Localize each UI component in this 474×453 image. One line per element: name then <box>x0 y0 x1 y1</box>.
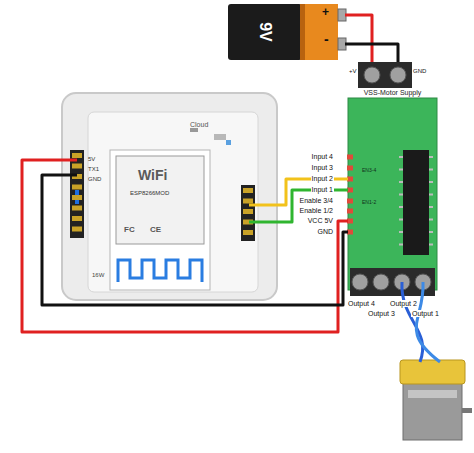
header-pin <box>347 155 353 160</box>
screw-terminal <box>373 274 389 290</box>
battery-terminal <box>338 9 346 21</box>
battery-band <box>300 4 305 60</box>
screw-terminal <box>390 67 406 83</box>
cert-mark: CE <box>150 226 161 234</box>
motor-highlight <box>408 390 457 398</box>
wire <box>277 179 348 205</box>
esp-board <box>62 93 277 300</box>
header-pin <box>72 185 82 190</box>
pin-header <box>241 185 255 241</box>
pin-label: Enable 1/2 <box>299 207 334 214</box>
wire <box>345 44 398 62</box>
wire <box>42 175 348 305</box>
antenna-trace <box>118 260 202 282</box>
ic-leg <box>399 244 433 246</box>
esp-module <box>110 150 210 290</box>
output-label: Output 2 <box>389 300 418 307</box>
pin-label: GND <box>316 228 334 235</box>
pin-label: 5V <box>88 156 95 162</box>
battery-terminal <box>338 38 346 50</box>
header-pin <box>243 199 253 204</box>
board-silkscreen: EN1-2 <box>362 200 376 205</box>
pin-label: GND <box>88 176 101 182</box>
polarity-sign: - <box>324 32 329 46</box>
module-shield <box>116 156 204 244</box>
polarity-sign: + <box>322 6 329 18</box>
header-pin <box>243 209 253 214</box>
ic-leg <box>399 156 433 158</box>
wire-stub <box>249 221 277 224</box>
cert-mark: FC <box>124 226 135 234</box>
driver-board <box>348 98 437 290</box>
header-pin <box>243 188 253 193</box>
voltage-label: 9V <box>257 22 273 42</box>
terminal-label: GND <box>413 68 426 74</box>
header-pin <box>72 153 82 158</box>
header-pin <box>243 230 253 235</box>
screw-terminal <box>352 274 368 290</box>
battery-cap <box>300 4 338 60</box>
pin-label: Input 3 <box>311 164 334 171</box>
module-logo: WiFi <box>138 168 167 182</box>
header-pin <box>72 216 82 221</box>
pins <box>72 153 433 245</box>
ic-leg <box>399 231 433 233</box>
wire <box>22 160 348 332</box>
wire-stub <box>62 159 77 162</box>
header-pin <box>72 227 82 232</box>
motor-body <box>403 382 462 440</box>
pin-label: Input 1 <box>311 186 334 193</box>
module-name: ESP8266MOD <box>130 190 169 196</box>
board-label: 16W <box>92 272 104 278</box>
header-pin <box>72 164 82 169</box>
header-pin <box>347 166 353 171</box>
header-pin <box>72 195 82 200</box>
driver-ic <box>403 150 429 255</box>
ic-leg <box>399 181 433 183</box>
pin-label: VCC 5V <box>307 217 334 224</box>
motor-cap <box>400 360 465 384</box>
smd-part <box>190 128 198 132</box>
esp-board: CloudWiFiESP8266MOD <box>62 93 277 300</box>
supply-heading: VSS-Motor Supply <box>348 89 437 96</box>
ic-leg <box>399 169 433 171</box>
board-silkscreen: EN3-4 <box>362 168 376 173</box>
screw-terminal <box>364 67 380 83</box>
motor-wire <box>416 282 440 362</box>
pin-label: Input 2 <box>311 175 334 182</box>
wire <box>345 15 372 62</box>
motor-driver: VSS-Motor Supply <box>348 62 439 300</box>
pin-label: Enable 3/4 <box>299 197 334 204</box>
terminal-label: +V <box>349 68 357 74</box>
ic-leg <box>399 206 433 208</box>
wire-stub <box>249 204 277 207</box>
terminal-block <box>358 62 412 88</box>
board-label: Cloud <box>190 121 208 128</box>
output-label: Output 3 <box>367 310 396 317</box>
motor-shaft <box>462 408 472 413</box>
header-pin <box>347 199 353 204</box>
pin-label: TX1 <box>88 166 99 172</box>
pin-label: Input 4 <box>311 153 334 160</box>
ic-leg <box>399 194 433 196</box>
ic-leg <box>399 219 433 221</box>
output-label: Output 1 <box>411 310 440 317</box>
header-pin <box>347 209 353 214</box>
battery-body <box>228 4 302 60</box>
board-inner <box>88 112 258 292</box>
esp-module: WiFiESP8266MOD <box>110 150 210 290</box>
wire-stub <box>62 174 77 177</box>
header-pin <box>72 206 82 211</box>
smd-part <box>214 134 226 140</box>
motor-wire <box>402 282 423 362</box>
output-label: Output 4 <box>347 300 376 307</box>
led <box>226 140 231 145</box>
pin-header <box>70 150 84 238</box>
